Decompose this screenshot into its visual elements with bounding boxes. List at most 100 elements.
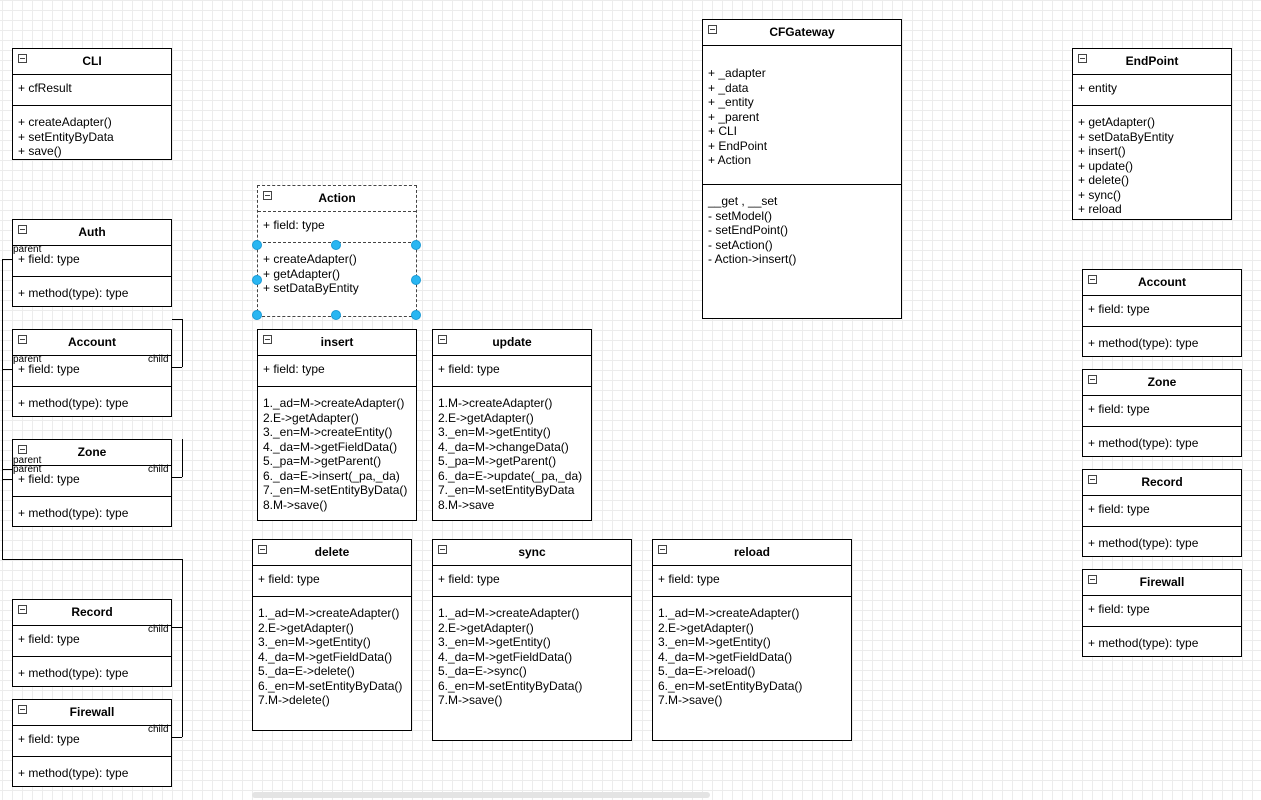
attributes-section[interactable]: + field: type (13, 466, 171, 496)
class-title[interactable]: Firewall (13, 700, 171, 726)
collapse-icon[interactable] (1078, 54, 1087, 63)
resize-handle[interactable] (252, 275, 262, 285)
connector-line[interactable] (2, 259, 12, 260)
methods-section[interactable]: + method(type): type (1083, 626, 1241, 656)
collapse-icon[interactable] (18, 335, 27, 344)
connector-line[interactable] (2, 469, 12, 470)
class-title[interactable]: reload (653, 540, 851, 566)
attributes-section[interactable]: + field: type (13, 246, 171, 276)
collapse-icon[interactable] (1088, 475, 1097, 484)
edge-label-parent[interactable]: parent (13, 244, 42, 255)
class-firewall-right[interactable]: Firewall+ field: type+ method(type): typ… (1082, 569, 1242, 657)
methods-section[interactable]: + method(type): type (13, 386, 171, 416)
resize-handle[interactable] (411, 240, 421, 250)
edge-label-child[interactable]: child (148, 624, 169, 635)
class-auth[interactable]: Auth+ field: type+ method(type): type (12, 219, 172, 307)
collapse-icon[interactable] (438, 545, 447, 554)
attributes-section[interactable]: + entity (1073, 75, 1231, 105)
class-endpoint[interactable]: EndPoint+ entity+ getAdapter()+ setDataB… (1072, 48, 1232, 220)
attributes-section[interactable]: + field: type (13, 356, 171, 386)
collapse-icon[interactable] (263, 191, 272, 200)
collapse-icon[interactable] (438, 335, 447, 344)
class-title[interactable]: Auth (13, 220, 171, 246)
connector-line[interactable] (182, 559, 183, 737)
methods-section[interactable]: + method(type): type (1083, 426, 1241, 456)
class-account-right[interactable]: Account+ field: type+ method(type): type (1082, 269, 1242, 357)
resize-handle[interactable] (331, 310, 341, 320)
collapse-icon[interactable] (708, 25, 717, 34)
class-title[interactable]: Firewall (1083, 570, 1241, 596)
attributes-section[interactable]: + field: type (1083, 296, 1241, 326)
class-title[interactable]: Action (258, 186, 416, 212)
methods-section[interactable]: + method(type): type (1083, 326, 1241, 356)
methods-section[interactable]: + method(type): type (13, 276, 171, 306)
methods-section[interactable]: + createAdapter()+ setEntityByData+ save… (13, 105, 171, 159)
class-title[interactable]: Account (13, 330, 171, 356)
class-title[interactable]: Zone (1083, 370, 1241, 396)
class-zone-left[interactable]: Zone+ field: type+ method(type): type (12, 439, 172, 527)
class-cfgateway[interactable]: CFGateway+ _adapter+ _data+ _entity+ _pa… (702, 19, 902, 319)
attributes-section[interactable]: + cfResult (13, 75, 171, 105)
edge-label-child[interactable]: child (148, 354, 169, 365)
methods-section[interactable]: 1._ad=M->createAdapter()2.E->getAdapter(… (653, 596, 851, 740)
methods-section[interactable]: __get , __set- setModel()- setEndPoint()… (703, 184, 901, 318)
connector-line[interactable] (172, 627, 182, 628)
resize-handle[interactable] (411, 275, 421, 285)
attributes-section[interactable]: + field: type (13, 626, 171, 656)
class-title[interactable]: Record (13, 600, 171, 626)
collapse-icon[interactable] (18, 54, 27, 63)
collapse-icon[interactable] (18, 605, 27, 614)
connector-line[interactable] (182, 439, 183, 477)
class-title[interactable]: CLI (13, 49, 171, 75)
resize-handle[interactable] (331, 240, 341, 250)
collapse-icon[interactable] (258, 545, 267, 554)
collapse-icon[interactable] (263, 335, 272, 344)
class-firewall-left[interactable]: Firewall+ field: type+ method(type): typ… (12, 699, 172, 787)
collapse-icon[interactable] (18, 225, 27, 234)
resize-handle[interactable] (252, 240, 262, 250)
edge-label-parent[interactable]: parent (13, 354, 42, 365)
connector-line[interactable] (172, 477, 182, 478)
collapse-icon[interactable] (1088, 275, 1097, 284)
methods-section[interactable]: + method(type): type (13, 496, 171, 526)
connector-line[interactable] (182, 319, 183, 367)
class-title[interactable]: update (433, 330, 591, 356)
attributes-section[interactable]: + field: type (1083, 496, 1241, 526)
edge-label-child[interactable]: child (148, 464, 169, 475)
class-cli[interactable]: CLI+ cfResult+ createAdapter()+ setEntit… (12, 48, 172, 160)
methods-section[interactable]: 1._ad=M->createAdapter()2.E->getAdapter(… (258, 386, 416, 520)
methods-section[interactable]: + method(type): type (13, 656, 171, 686)
collapse-icon[interactable] (18, 705, 27, 714)
connector-line[interactable] (2, 369, 12, 370)
class-title[interactable]: Account (1083, 270, 1241, 296)
resize-handle[interactable] (252, 310, 262, 320)
attributes-section[interactable]: + _adapter+ _data+ _entity+ _parent+ CLI… (703, 46, 901, 184)
attributes-section[interactable]: + field: type (653, 566, 851, 596)
class-title[interactable]: insert (258, 330, 416, 356)
attributes-section[interactable]: + field: type (433, 566, 631, 596)
attributes-section[interactable]: + field: type (1083, 596, 1241, 626)
class-action[interactable]: Action+ field: type+ createAdapter()+ ge… (257, 185, 417, 317)
edge-label-child[interactable]: child (148, 724, 169, 735)
class-title[interactable]: Zone (13, 440, 171, 466)
class-title[interactable]: EndPoint (1073, 49, 1231, 75)
methods-section[interactable]: + createAdapter()+ getAdapter()+ setData… (258, 242, 416, 316)
methods-section[interactable]: 1._ad=M->createAdapter()2.E->getAdapter(… (253, 596, 411, 730)
class-title[interactable]: delete (253, 540, 411, 566)
class-zone-right[interactable]: Zone+ field: type+ method(type): type (1082, 369, 1242, 457)
attributes-section[interactable]: + field: type (1083, 396, 1241, 426)
attributes-section[interactable]: + field: type (258, 356, 416, 386)
resize-handle[interactable] (411, 310, 421, 320)
collapse-icon[interactable] (1088, 575, 1097, 584)
connector-line[interactable] (2, 479, 12, 480)
class-record-right[interactable]: Record+ field: type+ method(type): type (1082, 469, 1242, 557)
edge-label-parent[interactable]: parent (13, 464, 42, 475)
methods-section[interactable]: + method(type): type (1083, 526, 1241, 556)
attributes-section[interactable]: + field: type (253, 566, 411, 596)
connector-line[interactable] (172, 737, 182, 738)
